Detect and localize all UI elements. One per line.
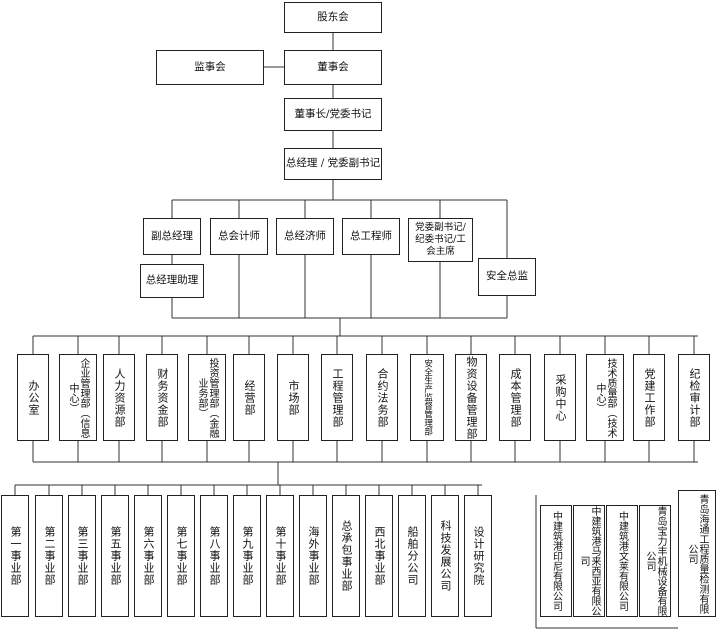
dept-label: 投资管理部（金融业务部） — [196, 357, 218, 438]
dept-box: 安全生产监督管理部 — [410, 354, 444, 441]
dept-box: 成本管理部 — [499, 354, 531, 441]
dept-label: 成本管理部 — [509, 367, 523, 428]
subsidiary-label: 中建筑港印尼有限公司 — [550, 511, 562, 611]
unit-box: 海外事业部 — [299, 495, 327, 617]
party-deputy-box: 党委副书记/纪委书记/工会主席 — [408, 218, 473, 262]
dept-box: 市场部 — [277, 354, 309, 441]
subsidiary-label: 中建筑港马来西亚有限公司 — [578, 506, 600, 616]
unit-box: 第三事业部 — [68, 495, 96, 617]
dept-label: 安全生产监督管理部 — [422, 359, 433, 436]
unit-label: 第十事业部 — [274, 526, 288, 586]
chairman-box: 董事长/党委书记 — [284, 98, 382, 131]
chief-economist-label: 总经济师 — [284, 229, 326, 242]
unit-label: 科技发展公司 — [439, 520, 453, 592]
unit-label: 第二事业部 — [43, 526, 57, 586]
deputy-gm-box: 副总经理 — [143, 218, 201, 255]
dept-label: 企业管理部（信息中心） — [67, 357, 89, 438]
unit-label: 总承包事业部 — [340, 520, 354, 592]
unit-box: 第七事业部 — [167, 495, 195, 617]
unit-box: 第二事业部 — [35, 495, 63, 617]
dept-box: 党建工作部 — [633, 354, 665, 441]
dept-box: 物资设备管理部 — [455, 354, 487, 441]
unit-box: 第十事业部 — [266, 495, 294, 617]
dept-box: 技术质量部（技术中心） — [586, 354, 624, 441]
unit-label: 第三事业部 — [76, 526, 90, 586]
subsidiary-box: 中建筑港文莱有限公司 — [606, 505, 638, 617]
unit-label: 第七事业部 — [175, 526, 189, 586]
subsidiary-label: 青岛宝力丰机械设备有限公司 — [644, 506, 666, 616]
safety-director-box: 安全总监 — [478, 258, 536, 296]
dept-label: 合约法务部 — [376, 367, 390, 428]
dept-box: 投资管理部（金融业务部） — [188, 354, 226, 441]
chief-accountant-box: 总会计师 — [210, 218, 268, 255]
board-label: 董事会 — [317, 60, 349, 73]
deputy-gm-label: 副总经理 — [151, 229, 193, 242]
dept-label: 纪检审计部 — [688, 367, 702, 428]
unit-label: 第六事业部 — [142, 526, 156, 586]
chief-economist-box: 总经济师 — [276, 218, 334, 255]
dept-label: 办公室 — [27, 379, 41, 416]
dept-label: 财务资金部 — [156, 367, 170, 428]
unit-box: 科技发展公司 — [431, 495, 459, 617]
dept-box: 财务资金部 — [146, 354, 178, 441]
dept-box: 工程管理部 — [321, 354, 353, 441]
subsidiary-box: 青岛海通工程质量检测有限公司 — [678, 490, 716, 617]
gm-assistant-label: 总经理助理 — [145, 274, 199, 287]
unit-box: 西北事业部 — [365, 495, 393, 617]
dept-box: 办公室 — [17, 354, 49, 441]
dept-label: 党建工作部 — [643, 367, 657, 428]
dept-box: 企业管理部（信息中心） — [59, 354, 97, 441]
unit-label: 第八事业部 — [208, 526, 222, 586]
unit-label: 船舶分公司 — [406, 526, 420, 586]
unit-label: 第一事业部 — [9, 526, 23, 586]
unit-label: 第五事业部 — [109, 526, 123, 586]
unit-label: 第九事业部 — [241, 526, 255, 586]
unit-box: 第八事业部 — [200, 495, 228, 617]
chief-engineer-label: 总工程师 — [350, 229, 392, 242]
unit-label: 设计研究院 — [472, 526, 486, 586]
dept-label: 人力资源部 — [113, 367, 127, 428]
subsidiary-label: 中建筑港文莱有限公司 — [616, 511, 628, 611]
unit-box: 总承包事业部 — [332, 495, 360, 617]
dept-box: 人力资源部 — [103, 354, 135, 441]
subsidiary-box: 青岛宝力丰机械设备有限公司 — [639, 505, 671, 617]
dept-box: 采购中心 — [544, 354, 576, 441]
supervisors-label: 监事会 — [194, 60, 226, 73]
unit-box: 第六事业部 — [134, 495, 162, 617]
dept-box: 经营部 — [233, 354, 265, 441]
unit-box: 第一事业部 — [1, 495, 29, 617]
chief-engineer-box: 总工程师 — [342, 218, 400, 255]
dept-label: 市场部 — [287, 379, 301, 416]
supervisors-box: 监事会 — [156, 50, 264, 85]
subsidiary-label: 青岛海通工程质量检测有限公司 — [686, 493, 708, 614]
general-manager-box: 总经理 / 党委副书记 — [284, 148, 382, 180]
gm-assistant-box: 总经理助理 — [140, 264, 204, 298]
unit-box: 船舶分公司 — [398, 495, 426, 617]
dept-label: 技术质量部（技术中心） — [594, 357, 616, 438]
board-box: 董事会 — [284, 50, 382, 85]
party-deputy-label: 党委副书记/纪委书记/工会主席 — [415, 222, 466, 257]
unit-label: 海外事业部 — [307, 526, 321, 586]
subsidiary-box: 中建筑港印尼有限公司 — [540, 505, 572, 617]
unit-box: 第九事业部 — [233, 495, 261, 617]
chief-accountant-label: 总会计师 — [218, 229, 260, 242]
dept-label: 采购中心 — [554, 373, 568, 422]
safety-director-label: 安全总监 — [486, 270, 528, 283]
chairman-label: 董事长/党委书记 — [294, 107, 372, 120]
dept-box: 合约法务部 — [366, 354, 398, 441]
unit-label: 西北事业部 — [373, 526, 387, 586]
subsidiary-box: 中建筑港马来西亚有限公司 — [573, 505, 605, 617]
dept-box: 纪检审计部 — [678, 354, 710, 441]
unit-box: 第五事业部 — [101, 495, 129, 617]
unit-box: 设计研究院 — [464, 495, 492, 617]
dept-label: 经营部 — [243, 379, 257, 416]
shareholders-label: 股东会 — [317, 10, 349, 23]
shareholders-box: 股东会 — [284, 2, 382, 33]
dept-label: 工程管理部 — [331, 367, 345, 428]
dept-label: 物资设备管理部 — [465, 355, 479, 440]
general-manager-label: 总经理 / 党委副书记 — [285, 157, 381, 170]
